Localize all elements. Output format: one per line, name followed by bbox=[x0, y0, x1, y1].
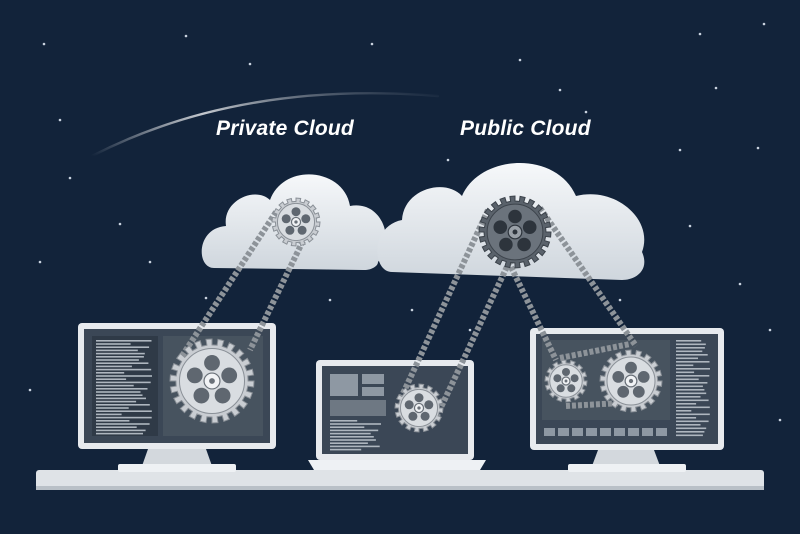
laptop bbox=[308, 360, 486, 470]
public-cloud-gear-icon bbox=[478, 195, 552, 269]
shooting-star-trail bbox=[90, 92, 440, 158]
private-cloud-gear-icon bbox=[271, 197, 321, 247]
chain-public-to-laptop-left bbox=[397, 208, 491, 402]
right-monitor-code-lines bbox=[676, 340, 710, 437]
chain-private-left bbox=[179, 210, 279, 358]
laptop-gear-icon bbox=[394, 383, 444, 433]
laptop-code-lines bbox=[330, 420, 381, 451]
desk bbox=[36, 470, 764, 490]
public-cloud-label: Public Cloud bbox=[460, 117, 591, 140]
chain-public-to-right-b bbox=[495, 238, 559, 362]
left-monitor-code-lines bbox=[96, 340, 152, 435]
right-monitor-toolbar bbox=[544, 428, 667, 436]
chain-public-to-right-a bbox=[537, 206, 639, 348]
right-monitor-gear-small-icon bbox=[544, 359, 588, 403]
left-monitor-gear-icon bbox=[169, 338, 255, 424]
stars bbox=[28, 22, 782, 422]
gears bbox=[169, 195, 663, 433]
right-monitor-gear-large-icon bbox=[599, 349, 663, 413]
private-cloud-label: Private Cloud bbox=[216, 117, 354, 140]
